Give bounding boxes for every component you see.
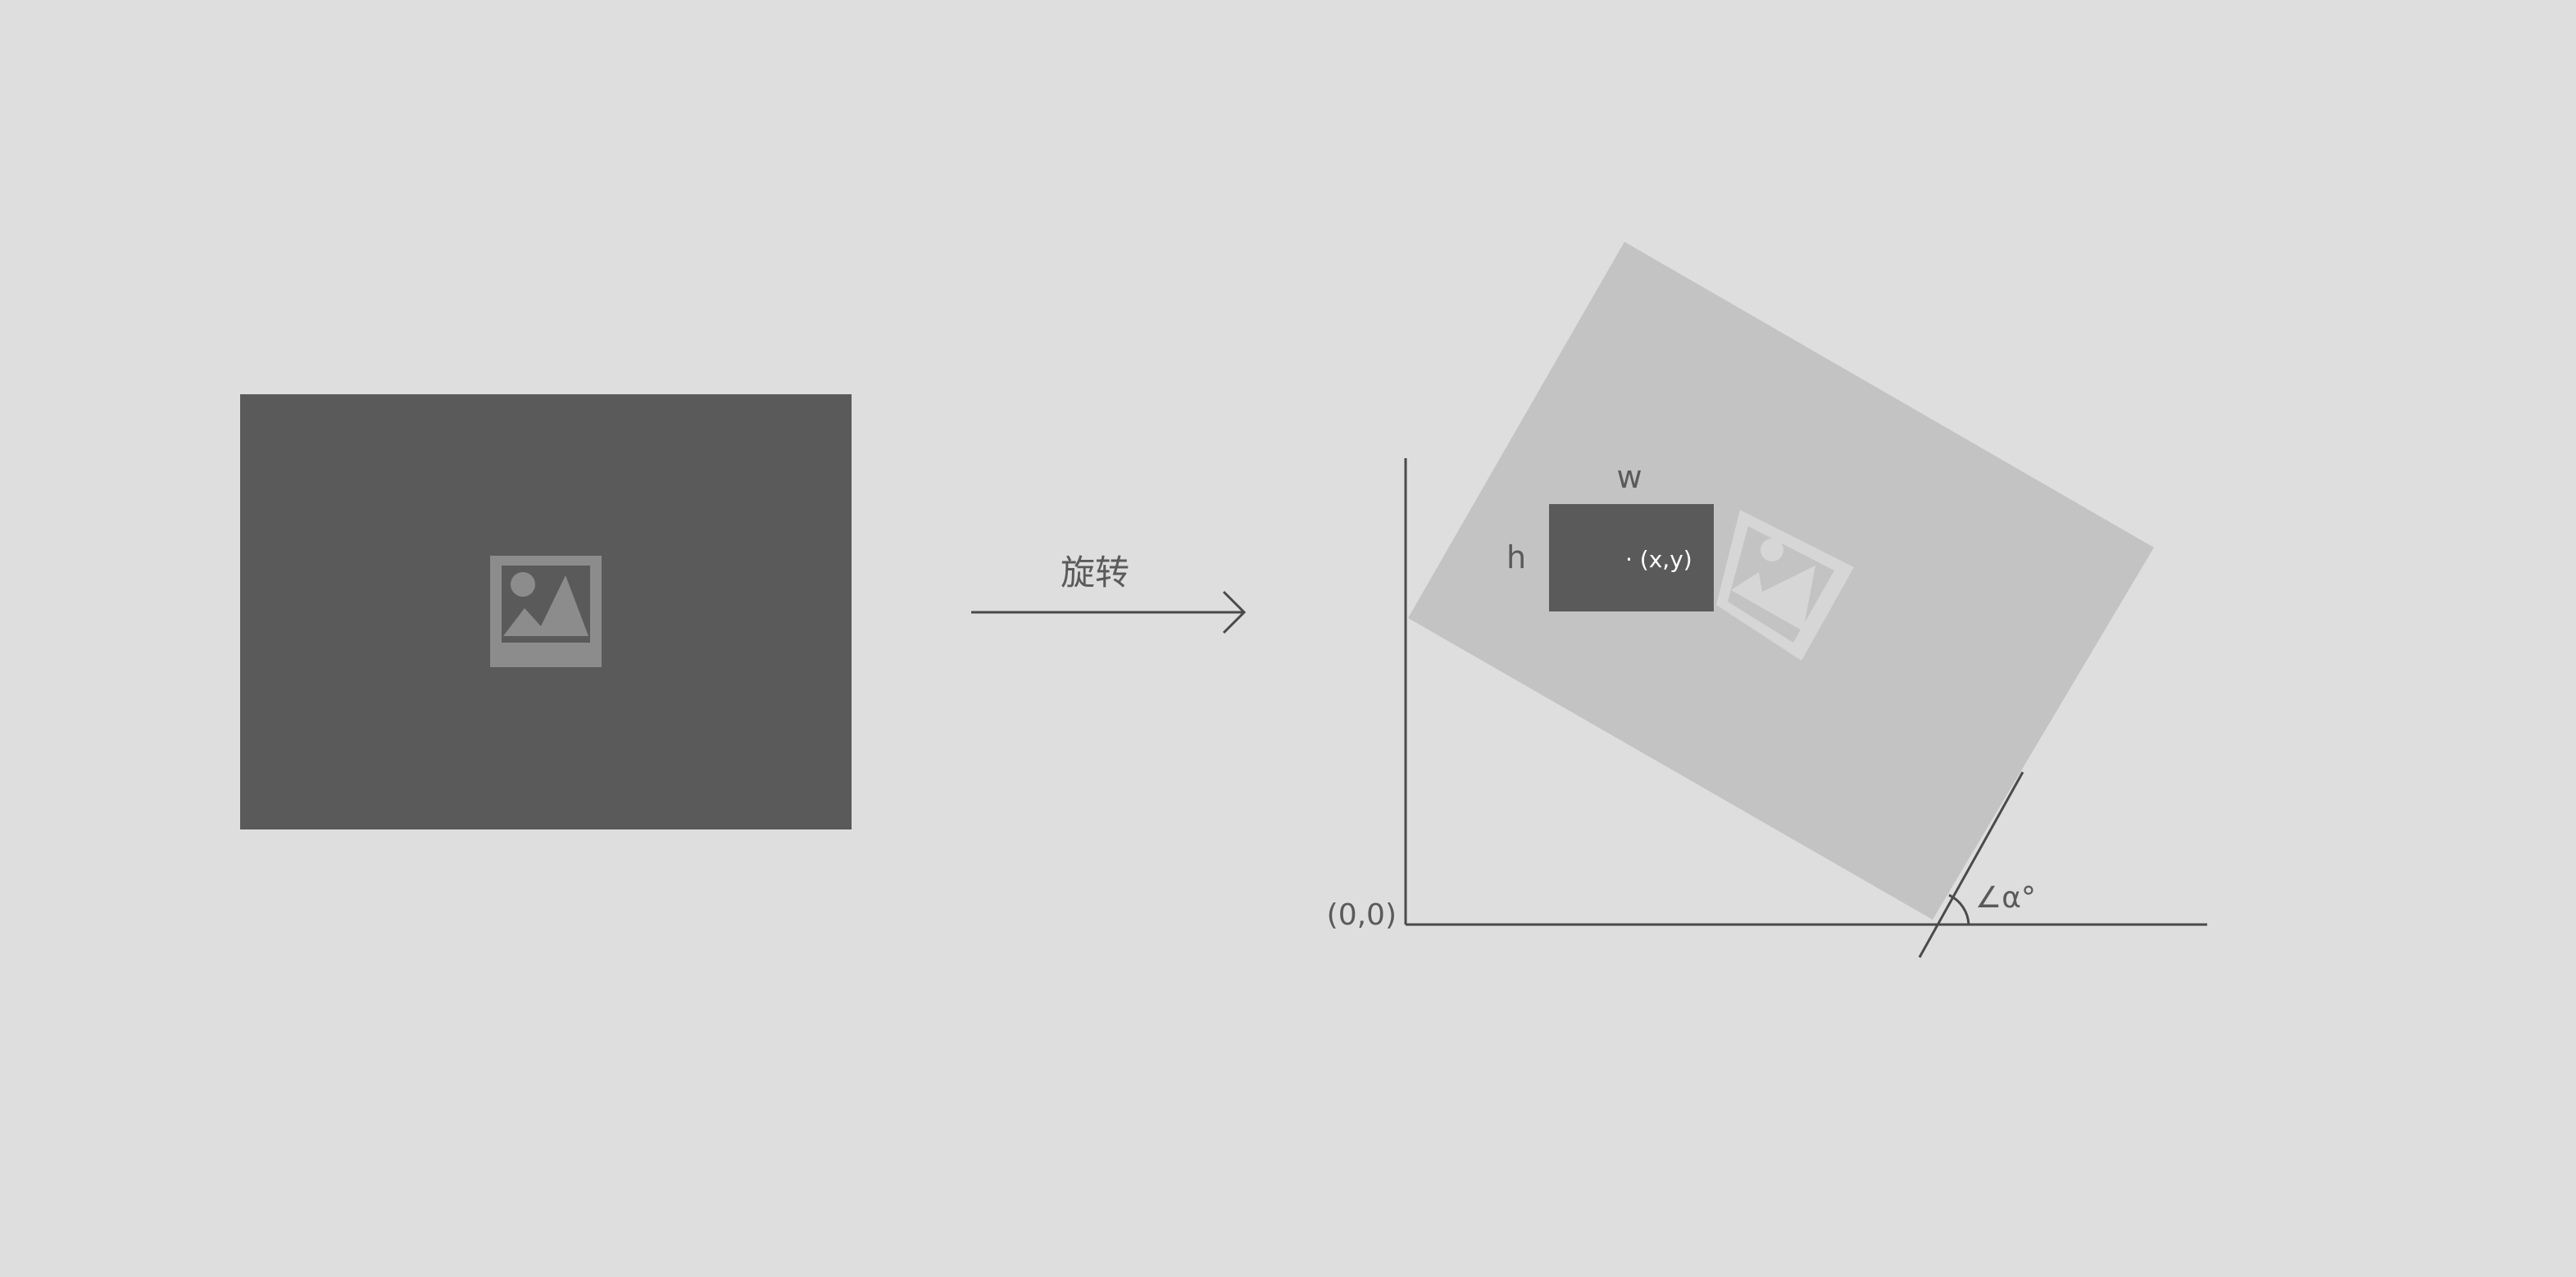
origin-label: (0,0) [1327,898,1397,932]
coordinate-axes [1404,458,2207,926]
height-label: h [1506,539,1526,575]
bounding-box-rect [1549,504,1714,611]
rotation-line [1918,771,2024,958]
width-label: w [1616,459,1642,495]
center-point-label: · (x,y) [1625,546,1692,573]
source-image-icon [490,556,602,667]
rotated-image-icon [1716,510,1854,661]
rotate-arrow [971,590,1247,634]
angle-arc [1948,893,1970,925]
angle-label: ∠α° [1975,881,2036,915]
rotate-label: 旋转 [1061,552,1129,593]
